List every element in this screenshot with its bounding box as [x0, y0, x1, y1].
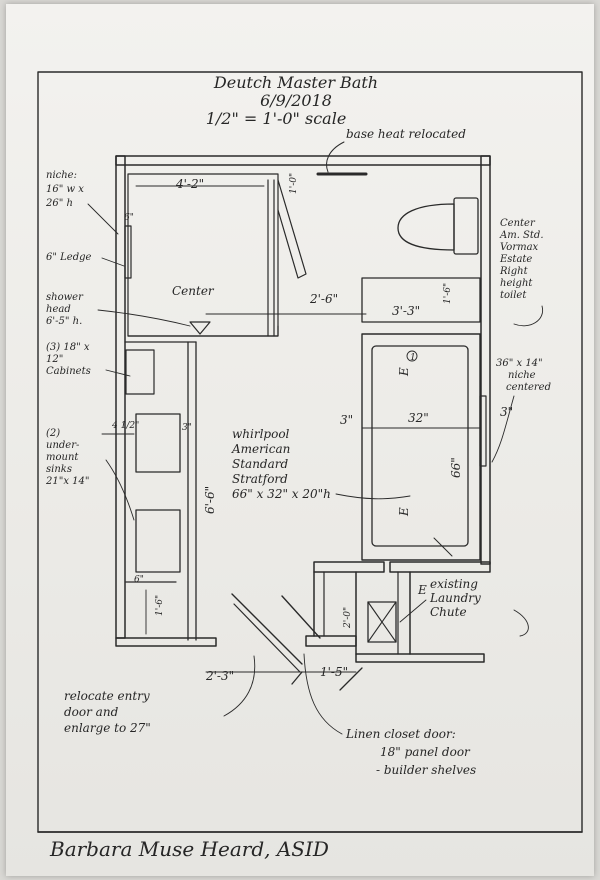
shower-head-marker [189, 321, 211, 335]
dim-2-6: 2'-6" [309, 292, 338, 306]
shower-ledge [124, 225, 132, 279]
title-line-1: Deutch Master Bath [213, 73, 378, 92]
note-toilet-3: Vormax [500, 242, 539, 253]
dim-6-b: 6" [134, 575, 144, 585]
vanity [124, 341, 197, 641]
note-shower-1: shower [46, 292, 84, 303]
note-toilet-1: Center [500, 218, 536, 229]
note-entry-3: enlarge to 27" [64, 721, 151, 735]
toilet-partition [361, 277, 481, 323]
note-niche2-3: centered [506, 382, 551, 393]
dim-1-6: 1'-6" [155, 595, 165, 616]
dim-1-0: 1'-0" [289, 173, 299, 194]
note-linen-3: - builder shelves [376, 763, 476, 777]
title-line-3: 1/2" = 1'-0" scale [206, 109, 347, 128]
note-shower-2: head [46, 304, 71, 315]
note-linen-1: Linen closet door: [345, 727, 456, 741]
note-cabinets-3: Cabinets [46, 366, 91, 377]
note-niche-1: niche: [46, 170, 77, 181]
dim-2-0: 2'-0" [343, 607, 353, 629]
dim-6-niche: 6" [124, 213, 134, 223]
toilet [397, 197, 479, 255]
note-niche-2: 16" w x [46, 184, 84, 195]
note-laundry-3: Chute [430, 605, 467, 619]
walls [115, 155, 491, 663]
note-cabinets-2: 12" [46, 354, 63, 365]
elec-a: E [397, 367, 411, 377]
note-toilet-4: Estate [499, 254, 532, 265]
dim-3-sink: 3" [182, 423, 192, 433]
sink-upper [135, 413, 181, 473]
note-whirlpool-2: American [231, 442, 290, 456]
note-toilet-5: Right [499, 266, 529, 277]
dim-6-6: 6'-6" [203, 486, 217, 514]
note-linen-2: 18" panel door [380, 745, 471, 759]
shower [124, 173, 367, 337]
dim-4-half: 4 1/2" [111, 421, 139, 431]
note-niche-3: 26" h [45, 198, 73, 209]
note-toilet-2: Am. Std. [499, 230, 544, 241]
laundry-chute [367, 601, 397, 643]
title-line-2: 6/9/2018 [260, 91, 332, 110]
note-whirlpool-5: 66" x 32" x 20"h [232, 487, 331, 501]
note-entry-2: door and [64, 705, 119, 719]
dim-2-3: 2'-3" [205, 669, 234, 683]
note-sinks-2: under- [46, 440, 80, 451]
cabinet-upper [125, 349, 155, 395]
note-sinks-3: mount [46, 452, 79, 463]
sink-lower [135, 509, 181, 573]
drawing-sheet: Deutch Master Bath 6/9/2018 1/2" = 1'-0"… [6, 4, 594, 876]
note-laundry-2: Laundry [429, 591, 481, 605]
note-niche2-1: 36" x 14" [496, 358, 543, 369]
marker-1: 1 [410, 353, 416, 363]
note-sinks-1: (2) [46, 428, 60, 439]
dim-66: 66" [449, 457, 463, 478]
dim-3-3: 3'-3" [392, 304, 420, 318]
signature: Barbara Muse Heard, ASID [49, 837, 329, 861]
elec-c: E [417, 583, 427, 597]
dim-1-6b: 1'-6" [443, 283, 453, 304]
note-ledge: 6" Ledge [46, 252, 92, 263]
note-niche2-2: niche [508, 370, 536, 381]
leader-base-heat [326, 141, 345, 173]
floor-plan-drawing: Deutch Master Bath 6/9/2018 1/2" = 1'-0"… [37, 71, 583, 861]
note-sinks-5: 21"x 14" [45, 476, 89, 487]
dim-4-2: 4'-2" [175, 177, 204, 191]
note-whirlpool-4: Stratford [232, 472, 288, 486]
dim-3-right: 3" [500, 405, 513, 419]
note-whirlpool-1: whirlpool [232, 427, 290, 441]
note-entry-1: relocate entry [64, 689, 150, 703]
note-toilet-6: height [500, 278, 533, 289]
note-cabinets-1: (3) 18" x [46, 342, 90, 353]
note-laundry-1: existing [430, 577, 478, 591]
note-toilet-7: toilet [500, 290, 527, 301]
entry-door [231, 593, 303, 673]
marker-1-circle [406, 350, 418, 362]
tub-niche [479, 395, 487, 467]
linen-closet-door [281, 595, 321, 639]
dim-3-left: 3" [340, 413, 353, 427]
drawing-border [37, 71, 583, 833]
elec-b: E [397, 507, 411, 517]
note-sinks-4: sinks [46, 464, 72, 475]
dim-32: 32" [408, 411, 429, 425]
whirlpool-tub [361, 333, 481, 561]
note-whirlpool-3: Standard [232, 457, 288, 471]
note-shower-3: 6'-5" h. [46, 316, 82, 327]
note-base-heat: base heat relocated [346, 127, 466, 141]
label-center: Center [172, 284, 215, 298]
